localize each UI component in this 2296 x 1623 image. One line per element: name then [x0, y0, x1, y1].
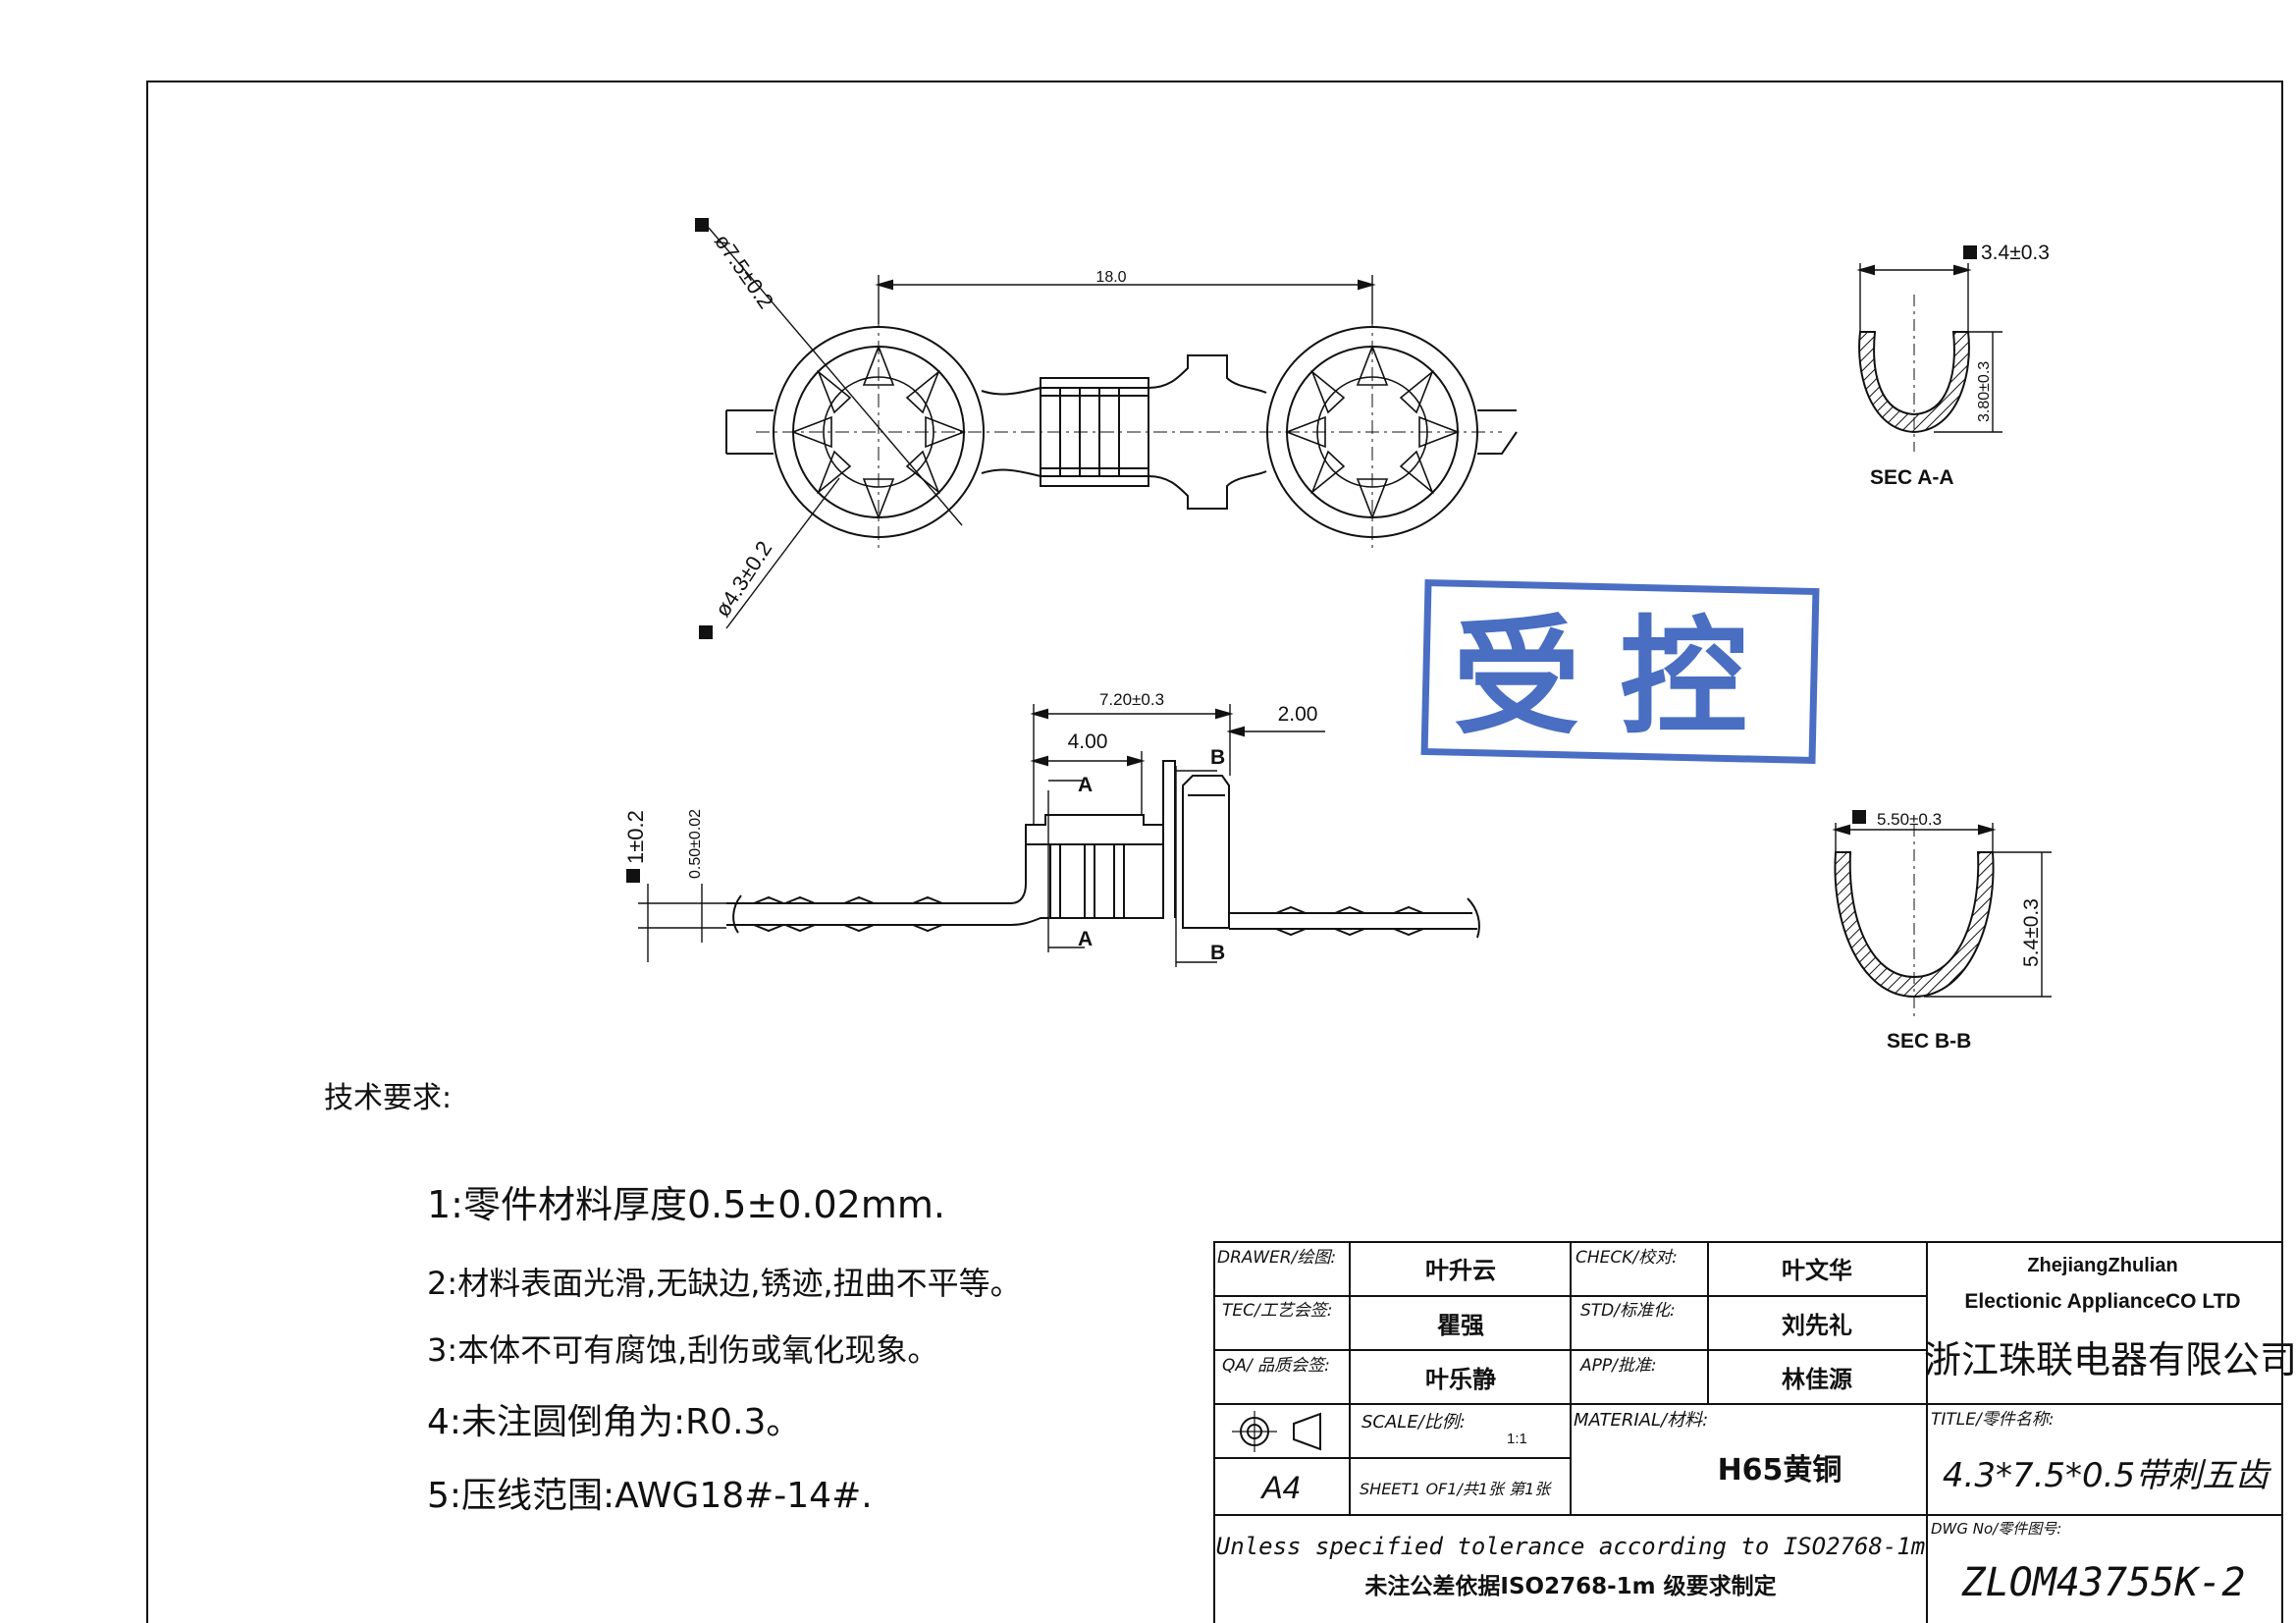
dim-marker-square	[1852, 810, 1866, 824]
controlled-stamp: 受控	[1420, 578, 1820, 765]
sec-b-width: 5.50±0.3	[1877, 810, 1942, 829]
scale-value: 1:1	[1507, 1431, 1527, 1447]
dim-side-gap: 2.00	[1278, 703, 1318, 726]
sec-b-label: SEC B-B	[1887, 1030, 1971, 1053]
section-a-a	[1856, 263, 2002, 452]
dwg-value: ZLOM43755K-2	[1961, 1560, 2246, 1605]
dim-side-thickness: 0.50±0.02	[687, 809, 704, 879]
check-value: 叶文华	[1782, 1257, 1852, 1284]
drawing-frame	[146, 81, 2283, 1623]
std-value: 刘先礼	[1782, 1312, 1852, 1339]
section-mark-b-bottom: B	[1210, 942, 1225, 964]
dim-top-length: 18.0	[1095, 269, 1126, 286]
title-value: 4.3*7.5*0.5带刺五齿	[1943, 1456, 2271, 1495]
sheet-size: A4	[1259, 1470, 1300, 1505]
dim-marker-square	[1963, 245, 1977, 259]
top-view	[708, 227, 1518, 629]
dim-side-total: 7.20±0.3	[1099, 690, 1164, 709]
std-label: STD/标准化:	[1580, 1301, 1676, 1321]
note-item: 2:材料表面光滑,无缺边,锈迹,扭曲不平等。	[427, 1265, 1022, 1302]
app-value: 林佳源	[1782, 1366, 1852, 1393]
company-name-en-2: Electionic ApplianceCO LTD	[1964, 1290, 2240, 1313]
section-mark-a-top: A	[1078, 774, 1093, 796]
title-block	[1213, 1241, 2283, 1623]
company-name-en-1: ZhejiangZhulian	[2027, 1255, 2177, 1276]
section-mark-a-bottom: A	[1078, 928, 1093, 950]
dim-outer-diameter: ø7.5±0.2	[710, 230, 778, 313]
dim-marker-square	[626, 869, 640, 883]
app-label: APP/批准:	[1579, 1356, 1657, 1376]
dim-inner-diameter: ø4.3±0.2	[710, 536, 776, 621]
scale-label: SCALE/比例:	[1362, 1412, 1466, 1433]
drawer-label: DRAWER/绘图:	[1217, 1248, 1336, 1268]
dim-side-a: 4.00	[1068, 730, 1108, 753]
sec-a-label: SEC A-A	[1870, 466, 1954, 489]
side-view	[638, 704, 1480, 967]
tec-value: 瞿强	[1437, 1312, 1484, 1339]
note-item: 3:本体不可有腐蚀,刮伤或氧化现象。	[427, 1331, 938, 1369]
company-name-cn: 浙江珠联电器有限公司	[1924, 1338, 2296, 1381]
stamp-text: 受控	[1453, 603, 1787, 752]
drawer-value: 叶升云	[1425, 1257, 1496, 1284]
note-item: 4:未注圆倒角为:R0.3。	[427, 1402, 801, 1442]
note-item: 5:压线范围:AWG18#-14#.	[427, 1476, 873, 1516]
qa-value: 叶乐静	[1425, 1366, 1496, 1393]
section-mark-b-top: B	[1210, 746, 1225, 769]
dim-side-height: 1±0.2	[623, 810, 648, 864]
material-label: MATERIAL/材料:	[1574, 1410, 1708, 1431]
tolerance-en: Unless specified tolerance according to …	[1216, 1533, 1925, 1560]
sec-a-width: 3.4±0.3	[1981, 242, 2050, 264]
sec-a-height: 3.80±0.3	[1976, 361, 1993, 422]
sheet-info: SHEET1 OF1/共1张 第1张	[1360, 1480, 1552, 1498]
notes-heading: 技术要求:	[324, 1081, 452, 1115]
note-item: 1:零件材料厚度0.5±0.02mm.	[427, 1183, 945, 1226]
dim-marker-square	[699, 625, 713, 639]
tec-label: TEC/工艺会签:	[1222, 1301, 1332, 1321]
material-value: H65黄铜	[1718, 1453, 1842, 1488]
qa-label: QA/ 品质会签:	[1222, 1356, 1330, 1376]
sec-b-height: 5.4±0.3	[2020, 898, 2043, 967]
dim-marker-square	[695, 218, 709, 232]
section-b-b	[1832, 823, 2052, 1021]
tolerance-cn: 未注公差依据ISO2768-1m 级要求制定	[1364, 1573, 1776, 1599]
check-label: CHECK/校对:	[1575, 1248, 1678, 1268]
title-label: TITLE/零件名称:	[1931, 1410, 2054, 1430]
dwg-label: DWG No/零件图号:	[1931, 1520, 2061, 1538]
